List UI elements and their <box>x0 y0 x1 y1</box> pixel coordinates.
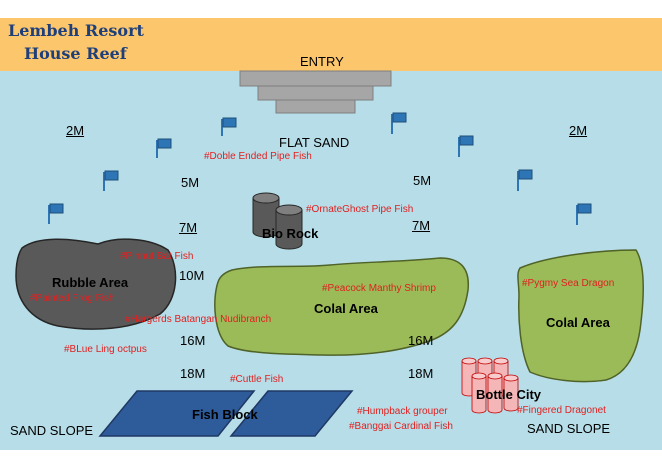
flag-icon <box>221 117 237 136</box>
depth-label-2m: 2M <box>569 123 588 138</box>
bio-rock-label: Bio Rock <box>262 226 319 241</box>
depth-label-10m: 10M <box>179 268 205 283</box>
coral-area-main-shape <box>214 257 470 356</box>
sand-slope-right-label: SAND SLOPE <box>527 421 611 436</box>
depth-label-7m: 7M <box>412 218 431 233</box>
species-label-humpback-grouper: #Humpback grouper <box>357 406 448 417</box>
entry-steps <box>239 70 392 114</box>
beach-sand-band <box>0 18 662 71</box>
species-label-painted-frog-fish: #Painted Frog Fish <box>30 293 115 304</box>
entry-label: ENTRY <box>300 54 344 69</box>
flag-icon <box>576 203 592 225</box>
flag-icon <box>517 169 533 191</box>
flag-icon <box>103 170 119 191</box>
coral-area-main-label: Colal Area <box>314 301 378 316</box>
flag-icon <box>391 112 407 134</box>
sand-slope-left-label: SAND SLOPE <box>10 423 94 438</box>
flag-icon <box>48 203 64 224</box>
species-label-blue-ling-octpus: #BLue Ling octpus <box>64 344 147 355</box>
flat-sand-label: FLAT SAND <box>279 135 350 150</box>
depth-label-16m: 16M <box>408 333 434 348</box>
coral-area-right-label: Colal Area <box>546 315 610 330</box>
depth-label-18m: 18M <box>180 366 206 381</box>
depth-label-5m: 5M <box>181 175 200 190</box>
depth-label-2m: 2M <box>66 123 85 138</box>
species-label-banggai-cardinal-fish: #Banggai Cardinal Fish <box>349 421 453 432</box>
flag-icon <box>458 135 474 157</box>
species-label-doble-ended-pipe-fish: #Doble Ended Pipe Fish <box>204 151 312 162</box>
species-label-fingered-dragonet: #Fingered Dragonet <box>517 405 606 416</box>
species-label-cuttle-fish: #Cuttle Fish <box>230 374 284 385</box>
species-label-ornate-ghost-pipe-fish: #OrnateGhost Pipe Fish <box>306 204 414 215</box>
depth-label-16m: 16M <box>180 333 206 348</box>
coral-area-right-shape <box>517 249 644 383</box>
entry-step-2 <box>257 85 374 101</box>
entry-step-3 <box>275 99 356 114</box>
map-title-line-2: House Reef <box>24 44 127 63</box>
species-label-pinnut-bat-fish: #Pinnut Bat Fish <box>120 251 194 262</box>
flag-icon <box>156 138 172 158</box>
depth-label-18m: 18M <box>408 366 434 381</box>
map-title-line-1: Lembeh Resort <box>8 21 144 40</box>
species-label-pygmy-sea-dragon: #Pygmy Sea Dragon <box>522 278 615 289</box>
depth-flags <box>48 112 592 225</box>
fish-block-shape <box>98 390 354 437</box>
fish-block-label: Fish Block <box>192 407 258 422</box>
bio-rock-shape <box>252 192 303 250</box>
bottle-city-shape <box>461 357 519 414</box>
bottle-city-label: Bottle City <box>476 387 541 402</box>
rubble-area-shape <box>15 238 177 330</box>
depth-label-5m: 5M <box>413 173 432 188</box>
entry-step-1 <box>239 70 392 87</box>
species-label-peacock-manthy-shrimp: #Peacock Manthy Shrimp <box>322 283 436 294</box>
depth-label-7m: 7M <box>179 220 198 235</box>
species-label-hargerds-batangan-nudibranch: #Hargerds Batangan Nudibranch <box>125 314 272 325</box>
rubble-area-label: Rubble Area <box>52 275 129 290</box>
